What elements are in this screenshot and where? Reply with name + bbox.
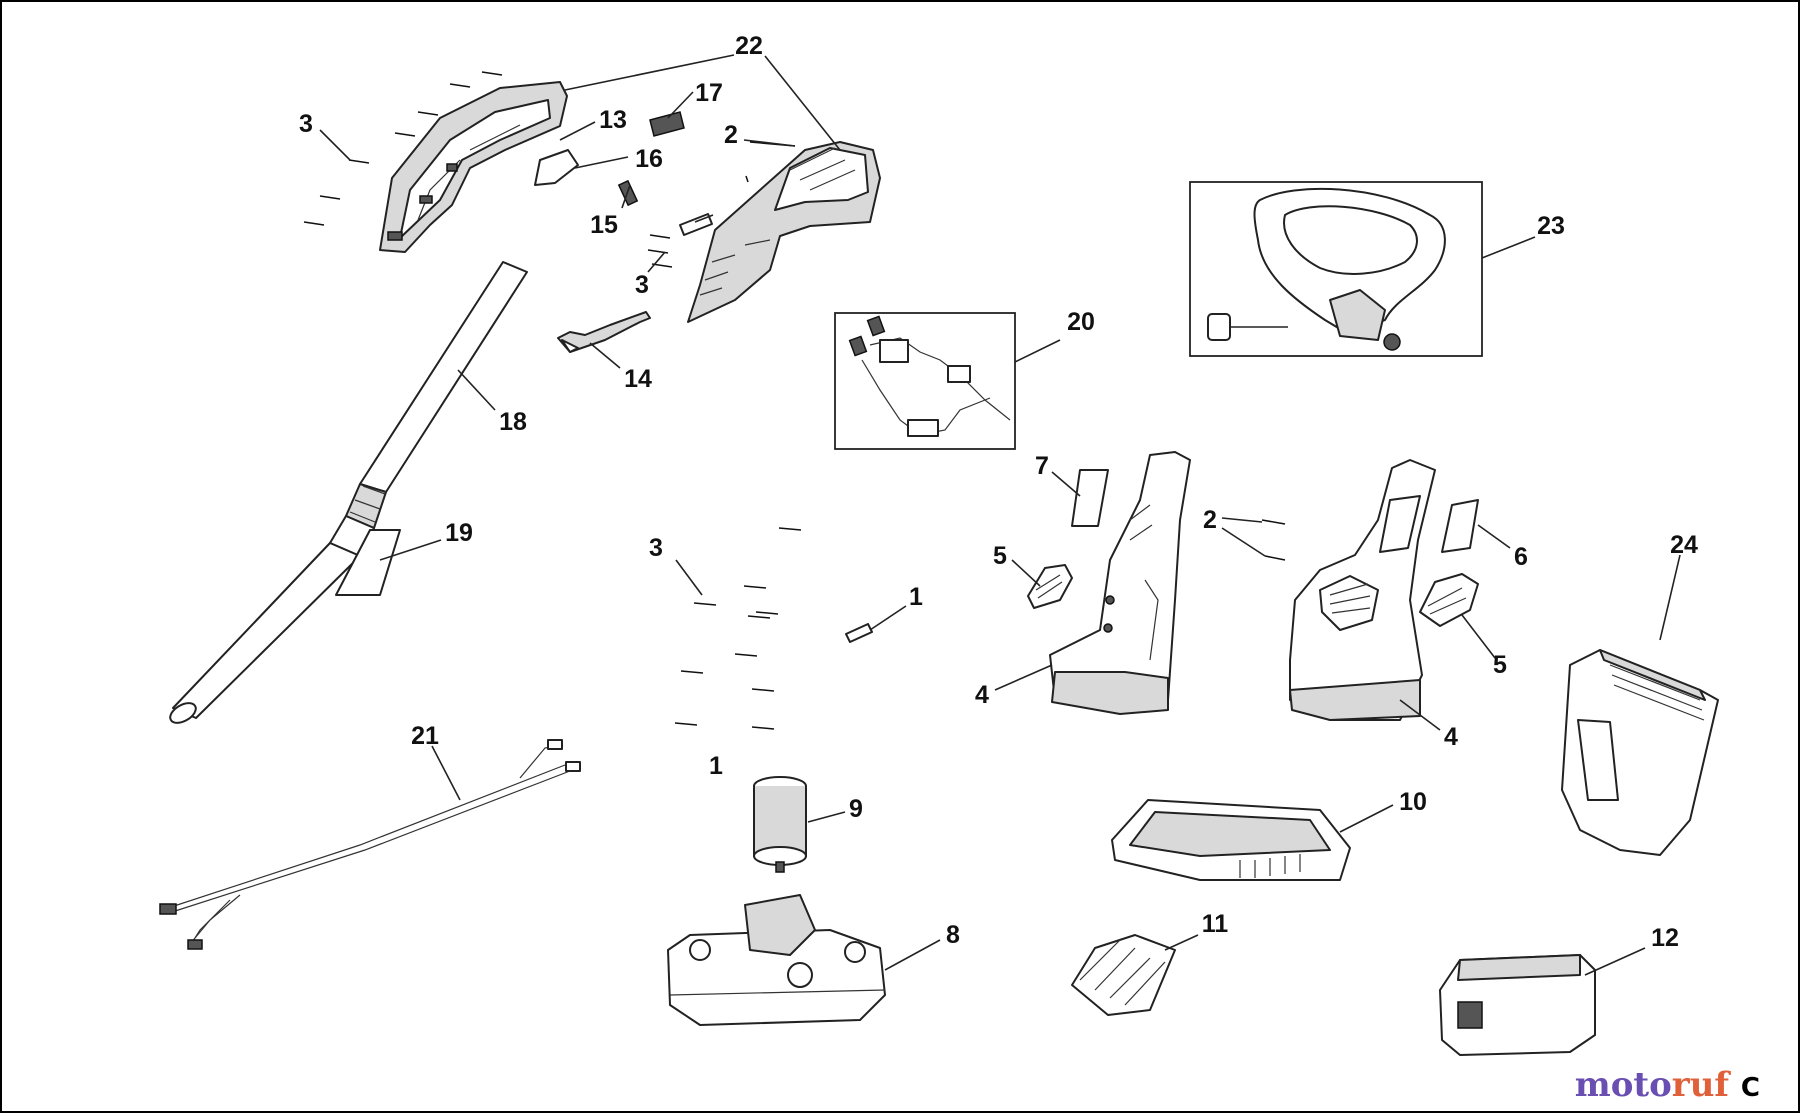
callout-24: 24 <box>1670 531 1698 559</box>
callout-18: 18 <box>499 408 527 436</box>
callout-3: 3 <box>635 271 649 299</box>
callout-13: 13 <box>599 106 627 134</box>
part-18-tube <box>169 261 528 724</box>
callout-22: 22 <box>735 32 763 60</box>
callout-2: 2 <box>1203 506 1217 534</box>
callout-7: 7 <box>1035 452 1049 480</box>
part-4-right-shroud <box>1289 459 1436 721</box>
callout-15: 15 <box>590 211 618 239</box>
part-23-handle-box <box>1189 181 1483 357</box>
part-24-battery-pack <box>1561 649 1719 856</box>
watermark-part1: moto <box>1574 1065 1672 1105</box>
part-11-spool <box>1071 934 1176 1016</box>
callout-19: 19 <box>445 519 473 547</box>
callout-5: 5 <box>993 542 1007 570</box>
part-6-label <box>1441 499 1479 553</box>
callout-23: 23 <box>1537 212 1565 240</box>
callout-17: 17 <box>695 79 723 107</box>
part-5-right-vent <box>1419 573 1479 627</box>
callout-11: 11 <box>1202 910 1229 938</box>
part-22-upper-housing <box>379 81 881 323</box>
motoruf-watermark: motoruf C <box>1575 1065 1760 1105</box>
part-21-wire-harness <box>159 739 581 950</box>
callout-1: 1 <box>709 752 723 780</box>
part-7-label <box>1071 469 1109 527</box>
callout-3: 3 <box>299 110 313 138</box>
callout-2: 2 <box>724 121 738 149</box>
callout-8: 8 <box>946 921 960 949</box>
leader-lines <box>319 54 1681 976</box>
callout-3: 3 <box>649 534 663 562</box>
callout-6: 6 <box>1514 543 1528 571</box>
callout-5: 5 <box>1493 651 1507 679</box>
part-2-pins-right <box>1261 519 1286 561</box>
part-12-battery <box>1439 954 1596 1056</box>
callout-20: 20 <box>1067 308 1095 336</box>
part-10-skid-plate <box>1111 799 1351 881</box>
callout-12: 12 <box>1651 924 1679 952</box>
copyright-mark: C <box>1740 1073 1760 1103</box>
watermark-part2: ruf <box>1671 1065 1730 1105</box>
callout-labels: 1 1 2 2 3 3 3 4 4 5 5 6 7 8 9 10 11 12 1… <box>299 32 1698 952</box>
callout-4: 4 <box>1444 723 1458 751</box>
part-20-wiring-box <box>834 312 1016 450</box>
part-19-label <box>335 529 401 596</box>
part-9-motor <box>753 776 807 873</box>
callout-16: 16 <box>635 145 663 173</box>
part-5-left-vent <box>1027 564 1073 609</box>
part-4-left-shroud <box>1049 451 1191 715</box>
callout-14: 14 <box>624 365 652 393</box>
part-8-gearbox <box>667 894 886 1026</box>
callout-4: 4 <box>975 681 989 709</box>
callout-10: 10 <box>1399 788 1427 816</box>
callout-21: 21 <box>411 722 439 750</box>
callout-9: 9 <box>849 795 863 823</box>
callout-1: 1 <box>909 583 923 611</box>
screws-center <box>674 527 873 730</box>
